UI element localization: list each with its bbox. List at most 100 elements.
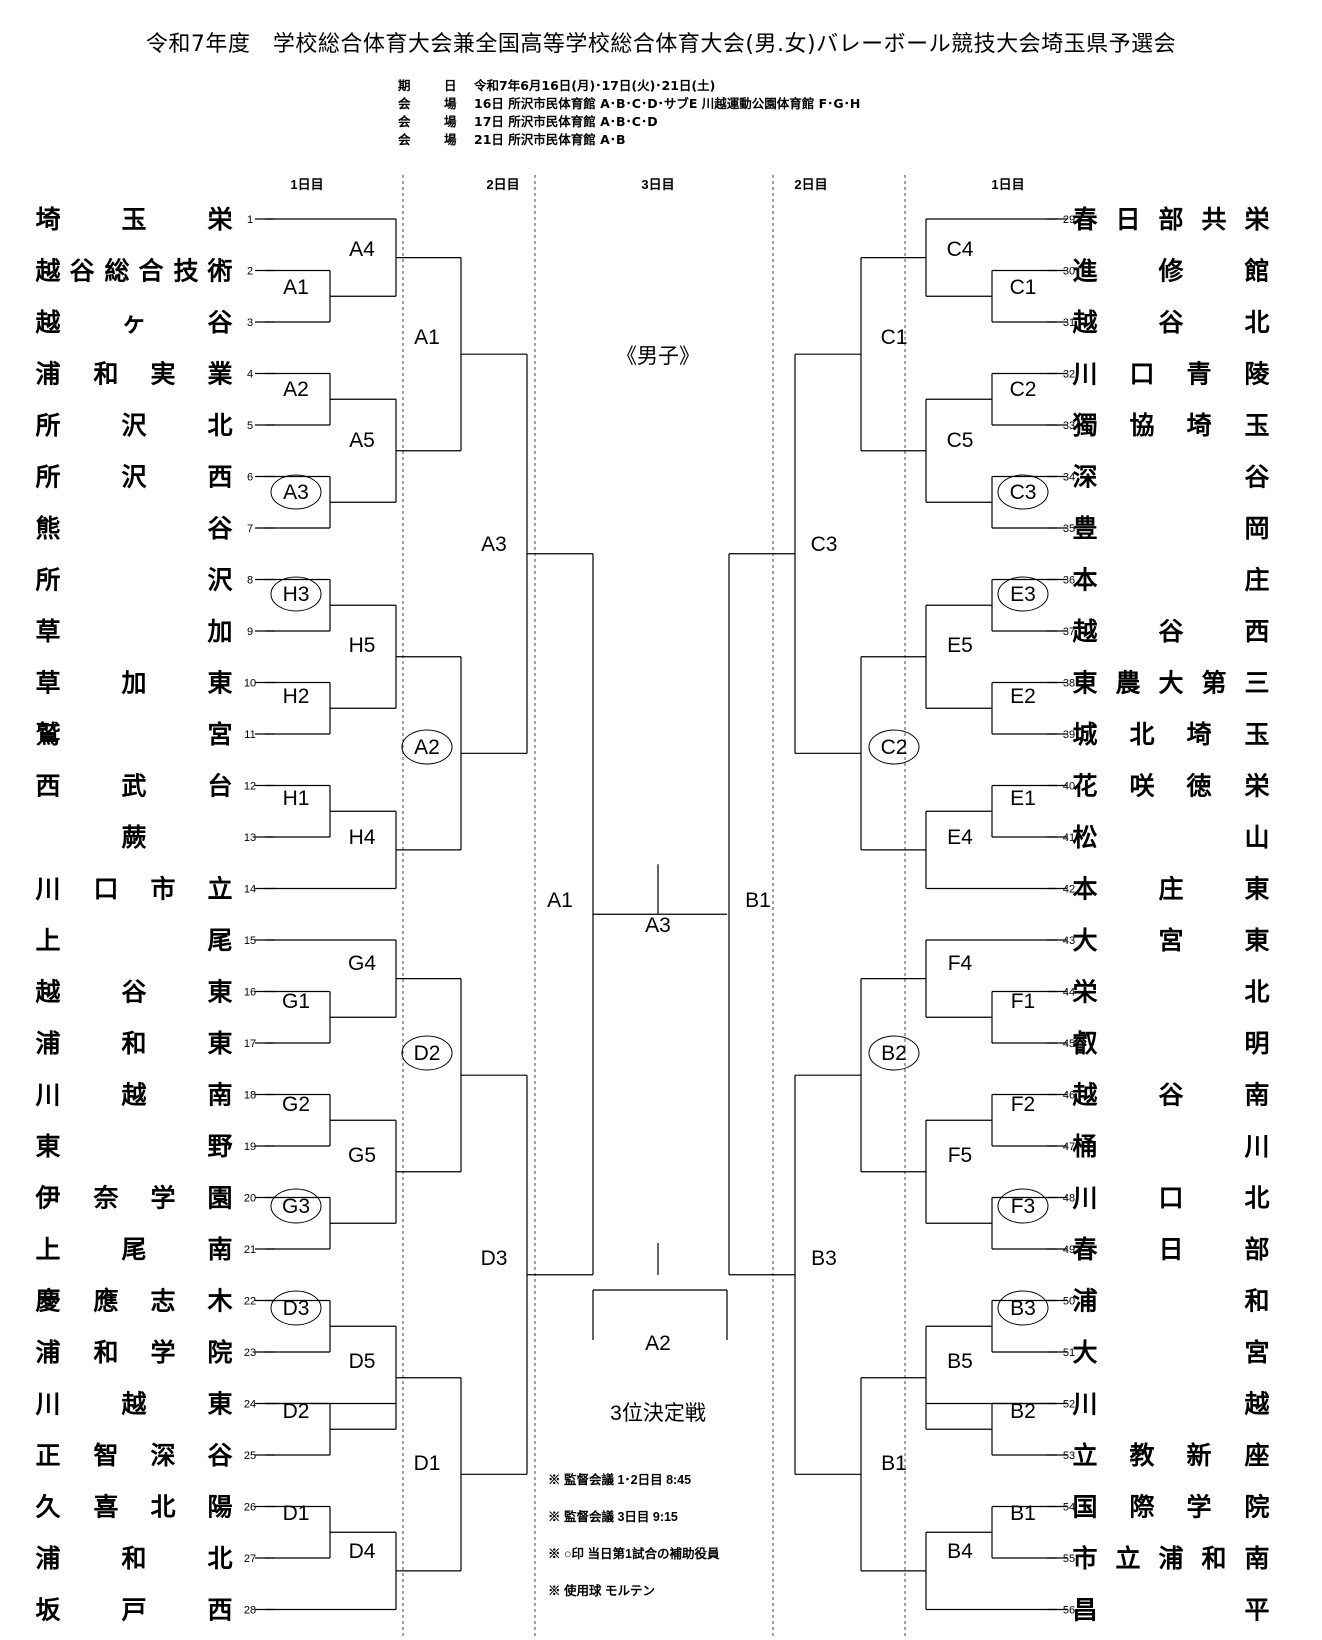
match-label: A2 [414, 736, 440, 759]
auxiliary-official-circle [997, 1290, 1049, 1326]
match-label: D3 [283, 1297, 310, 1320]
team-name-char: 実 [150, 360, 175, 389]
info-value: 16日 所沢市民体育館 A･B･C･D･サブE 川越運動公園体育館 F･G･H [474, 96, 861, 111]
match-label: A5 [349, 429, 375, 452]
team-name-char: 昌 [1072, 1596, 1097, 1625]
team-name-char: 平 [1244, 1596, 1269, 1625]
team-name-char: 越 [1072, 308, 1098, 337]
seed-number: 4 [247, 369, 253, 381]
seed-number: 22 [244, 1296, 256, 1308]
team-name-char: 日 [1158, 1235, 1183, 1264]
team-name-char: 越 [1244, 1390, 1270, 1419]
seed-number: 21 [244, 1244, 256, 1256]
team-name-char: 大 [1072, 926, 1097, 955]
auxiliary-official-circle [401, 1035, 453, 1071]
match-label: D4 [349, 1540, 376, 1563]
team-name-char: 際 [1129, 1493, 1154, 1522]
team-name-char: 南 [1244, 1081, 1269, 1110]
team-name-char: 座 [1244, 1441, 1269, 1470]
team-name-char: 協 [1129, 411, 1154, 440]
info-value: 令和7年6月16日(月)･17日(火)･21日(土) [474, 78, 716, 93]
match-label: B4 [947, 1540, 973, 1563]
team-name-char: 新 [1186, 1441, 1211, 1470]
team-name-char: 陽 [207, 1493, 232, 1522]
match-label: H2 [283, 685, 310, 708]
match-label: A2 [645, 1332, 671, 1355]
seed-number: 49 [1063, 1244, 1075, 1256]
team-name-char: 部 [1244, 1235, 1269, 1264]
team-name-char: 尾 [121, 1235, 146, 1264]
team-name-char: 浦 [35, 1544, 60, 1573]
team-name-char: 智 [93, 1441, 118, 1470]
team-name-char: 豊 [1072, 514, 1097, 543]
match-label: E3 [1010, 583, 1036, 606]
team-name-char: 総 [104, 257, 129, 286]
team-name-char: 口 [1158, 1184, 1183, 1213]
team-name-char: 院 [1244, 1493, 1269, 1522]
team-name-char: 青 [1186, 360, 1211, 389]
team-name-char: 越 [121, 1081, 147, 1110]
match-label: A1 [414, 326, 440, 349]
team-name-char: 北 [1244, 1184, 1269, 1213]
team-name-char: 熊 [35, 514, 60, 543]
info-key: 場 [444, 114, 457, 129]
day-header: 2日目 [486, 177, 519, 192]
seed-number: 47 [1063, 1141, 1075, 1153]
team-name-char: 陵 [1244, 360, 1270, 389]
team-name-char: 東 [35, 1132, 60, 1161]
seed-number: 6 [247, 472, 253, 484]
seed-number: 16 [244, 987, 256, 999]
match-label: F1 [1011, 990, 1036, 1013]
info-key: 場 [444, 132, 457, 147]
seed-number: 10 [244, 678, 256, 690]
info-key: 日 [444, 78, 457, 93]
seed-number: 20 [244, 1193, 256, 1205]
seed-number: 56 [1063, 1605, 1075, 1617]
team-name-char: 明 [1244, 1029, 1269, 1058]
note-line: ※ 使用球 モルテン [548, 1583, 655, 1598]
match-label: E1 [1010, 787, 1036, 810]
team-name-char: 浦 [35, 1029, 60, 1058]
team-name-char: 越 [35, 257, 61, 286]
team-name-char: 埼 [1186, 720, 1211, 749]
team-name-char: 越 [35, 308, 61, 337]
team-name-char: 西 [207, 463, 232, 492]
team-name-char: 川 [35, 1081, 60, 1110]
match-label: G3 [282, 1195, 310, 1218]
match-label: G5 [348, 1144, 376, 1167]
team-name-char: 業 [207, 360, 232, 389]
match-label: A3 [481, 533, 507, 556]
team-name-char: ヶ [121, 308, 146, 337]
auxiliary-official-circle [868, 1035, 920, 1071]
team-name-char: 慶 [35, 1287, 60, 1316]
info-row-dates: 期日令和7年6月16日(月)･17日(火)･21日(土) [398, 75, 715, 94]
team-name-char: 教 [1129, 1441, 1155, 1470]
team-name-char: 鷲 [35, 720, 60, 749]
team-name-char: 沢 [207, 566, 233, 595]
team-name-char: 館 [1244, 257, 1269, 286]
seed-number: 17 [244, 1038, 256, 1050]
team-name-char: 川 [1072, 1184, 1097, 1213]
seed-number: 9 [247, 626, 253, 638]
team-name-char: 和 [121, 1544, 146, 1573]
day-header: 1日目 [991, 177, 1024, 192]
team-name-char: 沢 [121, 411, 147, 440]
team-name-char: 栄 [206, 205, 233, 234]
team-name-char: 学 [150, 1184, 175, 1213]
team-name-char: 玉 [1244, 720, 1269, 749]
team-name-char: 学 [150, 1338, 175, 1367]
seed-number: 52 [1063, 1399, 1075, 1411]
team-name-char: 草 [35, 669, 60, 698]
team-name-char: 戸 [121, 1596, 146, 1625]
third-place-label: 3位決定戦 [610, 1402, 706, 1425]
match-label: C5 [947, 429, 974, 452]
seed-number: 8 [247, 575, 253, 587]
team-name-char: 東 [1244, 875, 1269, 904]
team-name-char: 西 [207, 1596, 232, 1625]
team-name-char: 獨 [1071, 411, 1097, 440]
team-name-char: 北 [1244, 308, 1269, 337]
match-label: H4 [349, 826, 376, 849]
match-label: B3 [1010, 1297, 1036, 1320]
match-label: F3 [1011, 1195, 1036, 1218]
note-line: ※ 監督会議 3日目 9:15 [548, 1509, 678, 1524]
